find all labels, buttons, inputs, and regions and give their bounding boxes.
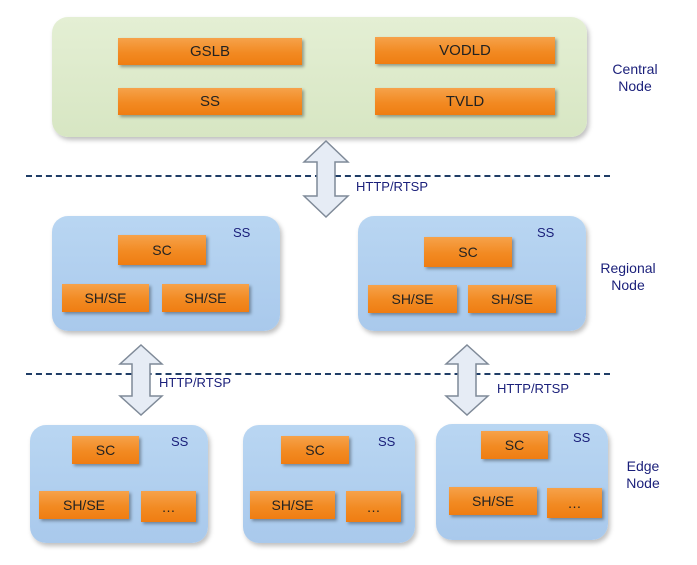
tvld-box: TVLD xyxy=(375,88,555,115)
protocol-label-right: HTTP/RTSP xyxy=(497,381,569,396)
regional-right-ss-label: SS xyxy=(537,225,555,240)
regional-node-label: Regional Node xyxy=(600,260,656,293)
regional-right-sh-se-box-2: SH/SE xyxy=(468,285,556,313)
gslb-box: GSLB xyxy=(118,38,302,65)
edge-3-more-box: … xyxy=(547,488,602,518)
protocol-label-top: HTTP/RTSP xyxy=(356,179,428,194)
double-arrow-icon xyxy=(302,139,350,219)
edge-1-sh-se-box: SH/SE xyxy=(39,491,129,519)
double-arrow-icon xyxy=(444,343,490,417)
double-arrow-icon xyxy=(118,343,164,417)
regional-left-sh-se-box-1: SH/SE xyxy=(62,284,149,312)
vodld-box: VODLD xyxy=(375,37,555,64)
edge-3-sc-box: SC xyxy=(481,431,548,459)
regional-left-ss-label: SS xyxy=(233,225,251,240)
edge-2-sh-se-box: SH/SE xyxy=(250,491,335,519)
regional-left-sc-box: SC xyxy=(118,235,206,265)
edge-1-ss-label: SS xyxy=(171,434,189,449)
edge-2-ss-label: SS xyxy=(378,434,396,449)
protocol-label-left: HTTP/RTSP xyxy=(159,375,231,390)
regional-right-sh-se-box-1: SH/SE xyxy=(368,285,457,313)
divider-regional-edge xyxy=(26,373,610,375)
edge-2-sc-box: SC xyxy=(281,436,349,464)
edge-1-more-box: … xyxy=(141,491,196,522)
edge-3-sh-se-box: SH/SE xyxy=(449,487,537,515)
ss-box: SS xyxy=(118,88,302,115)
edge-node-label: Edge Node xyxy=(626,458,660,491)
regional-right-sc-box: SC xyxy=(424,237,512,267)
central-node-label: Central Node xyxy=(612,61,658,94)
edge-1-sc-box: SC xyxy=(72,436,139,464)
edge-3-ss-label: SS xyxy=(573,430,591,445)
edge-2-more-box: … xyxy=(346,491,401,522)
regional-left-sh-se-box-2: SH/SE xyxy=(162,284,249,312)
central-node-panel xyxy=(52,17,587,137)
